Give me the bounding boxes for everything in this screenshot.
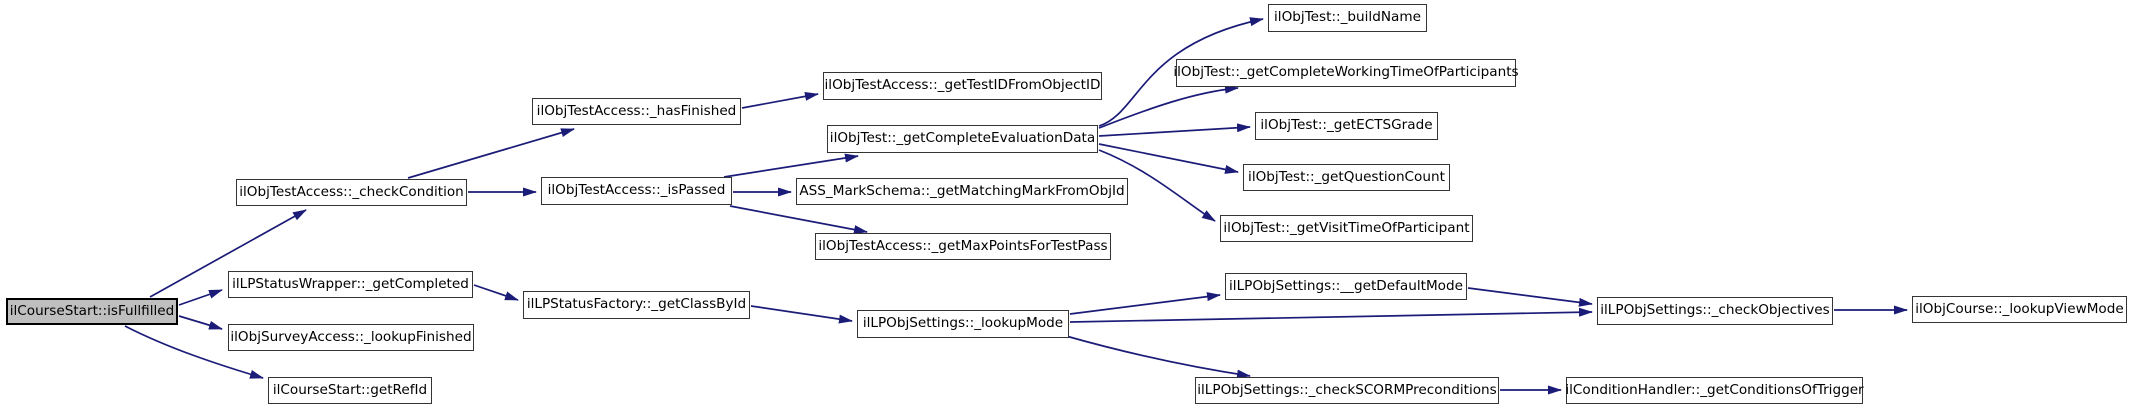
node-getdefaultmode[interactable]: ilLPObjSettings::__getDefaultMode — [1225, 273, 1467, 300]
node-ectsgrade[interactable]: ilObjTest::_getECTSGrade — [1255, 112, 1438, 140]
node-checkobjectives[interactable]: ilLPObjSettings::_checkObjectives — [1597, 297, 1833, 325]
edge-isfullfilled-to-checkcondition — [149, 209, 307, 298]
edge-hasfinished-to-gettestid — [741, 91, 819, 109]
node-getconditions[interactable]: ilConditionHandler::_getConditionsOfTrig… — [1565, 377, 1864, 404]
node-isfullfilled[interactable]: ilCourseStart::isFullfilled — [6, 298, 178, 325]
edge-ispassed-to-maxpoints — [729, 205, 868, 234]
edge-ispassed-to-evaldata — [723, 153, 859, 178]
edge-getdefaultmode-to-checkobjectives — [1467, 287, 1593, 307]
edge-checkcondition-to-hasfinished — [407, 128, 575, 179]
edge-evaldata-to-workingtime — [1098, 84, 1239, 129]
edge-lookupmode-to-checkobjectives — [1069, 307, 1593, 323]
edge-evaldata-to-visittime — [1098, 149, 1216, 222]
node-maxpoints[interactable]: ilObjTestAccess::_getMaxPointsForTestPas… — [815, 233, 1111, 260]
node-checkscorm[interactable]: ilLPObjSettings::_checkSCORMPrecondition… — [1195, 377, 1499, 404]
node-getcompleted[interactable]: ilLPStatusWrapper::_getCompleted — [228, 271, 473, 298]
edge-getcompleted-to-getclassbyid — [473, 284, 519, 301]
node-matchingmark[interactable]: ASS_MarkSchema::_getMatchingMarkFromObjI… — [796, 178, 1128, 205]
edge-evaldata-to-ectsgrade — [1098, 123, 1251, 137]
node-visittime[interactable]: ilObjTest::_getVisitTimeOfParticipant — [1220, 215, 1473, 242]
edges-group — [124, 17, 1908, 395]
edge-evaldata-to-questioncount — [1098, 143, 1239, 174]
edge-evaldata-to-buildname — [1098, 17, 1264, 127]
node-questioncount[interactable]: ilObjTest::_getQuestionCount — [1243, 164, 1450, 191]
edge-isfullfilled-to-lookupfinished — [178, 315, 223, 330]
edge-lookupmode-to-checkscorm — [1065, 335, 1251, 379]
node-gettestid[interactable]: ilObjTestAccess::_getTestIDFromObjectID — [823, 72, 1102, 100]
node-buildname[interactable]: ilObjTest::_buildName — [1268, 4, 1427, 32]
node-lookupmode[interactable]: ilLPObjSettings::_lookupMode — [857, 310, 1069, 338]
node-ispassed[interactable]: ilObjTestAccess::_isPassed — [541, 177, 732, 205]
node-getclassbyid[interactable]: ilLPStatusFactory::_getClassById — [523, 291, 750, 319]
node-lookupfinished[interactable]: ilObjSurveyAccess::_lookupFinished — [228, 324, 474, 351]
node-evaldata[interactable]: ilObjTest::_getCompleteEvaluationData — [827, 125, 1098, 153]
edge-isfullfilled-to-getrefid — [124, 325, 264, 379]
node-hasfinished[interactable]: ilObjTestAccess::_hasFinished — [532, 98, 741, 125]
edge-lookupmode-to-getdefaultmode — [1069, 292, 1221, 315]
edge-getclassbyid-to-lookupmode — [750, 305, 853, 324]
node-checkcondition[interactable]: ilObjTestAccess::_checkCondition — [236, 179, 467, 206]
node-lookupviewmode[interactable]: ilObjCourse::_lookupViewMode — [1912, 296, 2127, 323]
node-workingtime[interactable]: ilObjTest::_getCompleteWorkingTimeOfPart… — [1173, 59, 1519, 87]
node-getrefid[interactable]: ilCourseStart::getRefId — [268, 377, 432, 404]
edge-isfullfilled-to-getcompleted — [178, 289, 223, 306]
